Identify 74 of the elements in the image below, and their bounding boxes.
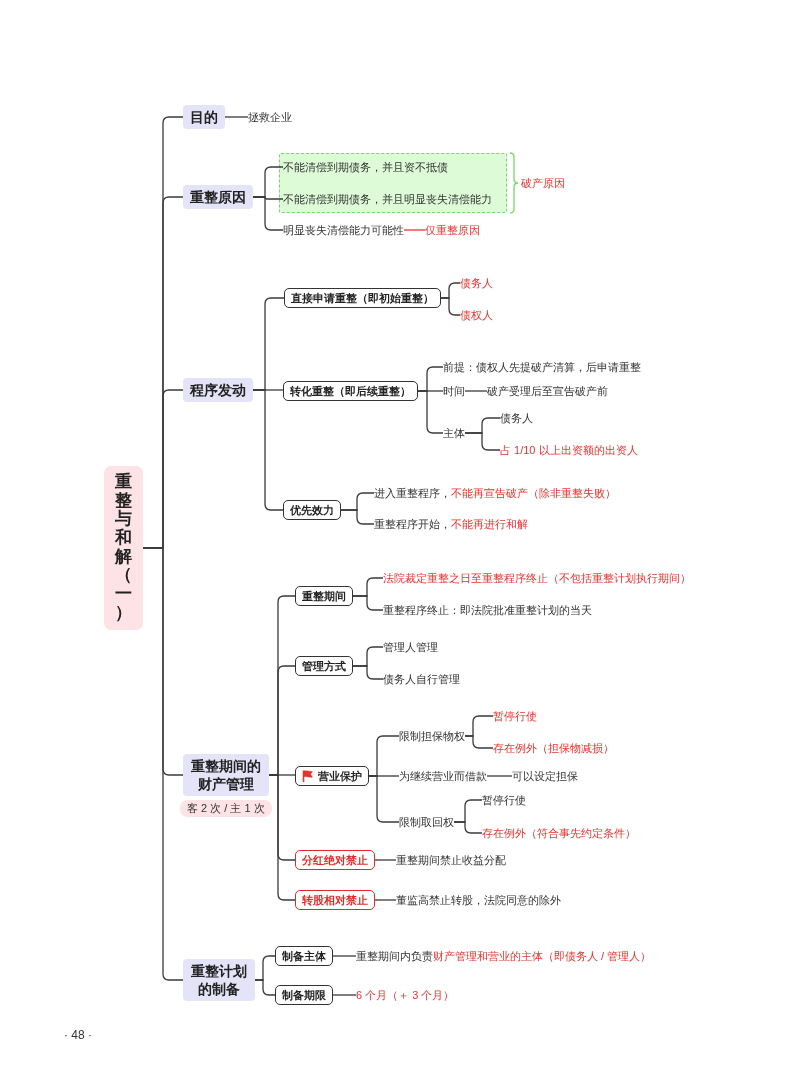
connector-line <box>340 509 375 525</box>
alert-subtopic-box: 分红绝对禁止 <box>295 850 375 870</box>
leaf-text: 限制取回权 <box>399 815 454 829</box>
leaf-text: 明显丧失清偿能力可能性 <box>283 223 404 237</box>
connector-line <box>352 595 384 611</box>
connector-line <box>464 390 488 392</box>
branch-topic: 重整原因 <box>183 185 253 209</box>
highlight-text: 债权人 <box>460 308 493 322</box>
branch-topic: 目的 <box>183 105 225 129</box>
annotation-text: 破产原因 <box>521 176 565 190</box>
connector-line <box>403 229 426 231</box>
leaf-text: 重整期间禁止收益分配 <box>396 853 506 867</box>
leaf-text: 为继续营业而借款 <box>399 769 487 783</box>
connector-line <box>374 859 397 861</box>
subtopic-box: 直接申请重整（即初始重整） <box>284 288 441 308</box>
leaf-text: 管理人管理 <box>383 640 438 654</box>
subtopic-box: 重整期间 <box>295 586 353 606</box>
highlight-text: 法院裁定重整之日至重整程序终止（不包括重整计划执行期间） <box>383 571 691 585</box>
connector-line <box>486 775 513 777</box>
leaf-text: 董监高禁止转股，法院同意的除外 <box>396 893 561 907</box>
connector-line <box>332 955 357 957</box>
subtopic-label: 营业保护 <box>318 769 362 783</box>
highlight-text: 仅重整原因 <box>425 223 480 237</box>
connector-line <box>252 389 284 511</box>
connector-line <box>440 297 461 316</box>
connector-line <box>464 432 501 451</box>
connector-line <box>224 116 249 118</box>
branch-topic: 重整计划的制备 <box>183 959 255 1001</box>
leaf-text: 债务人 <box>500 411 533 425</box>
connector-line <box>374 899 397 901</box>
leaf-text: 可以设定担保 <box>512 769 578 783</box>
connector-line <box>368 775 400 823</box>
leaf-text: 不能清偿到期债务，并且资不抵债 <box>283 160 448 174</box>
highlight-text: 占 1/10 以上出资额的出资人 <box>500 443 638 457</box>
leaf-text: 不能清偿到期债务，并且明显丧失清偿能力 <box>283 192 492 206</box>
highlight-text: 6 个月（＋ 3 个月） <box>356 988 455 1002</box>
alert-subtopic-box: 转股相对禁止 <box>295 890 375 910</box>
branch-topic: 程序发动 <box>183 378 253 402</box>
leaf-text: 主体 <box>443 426 465 440</box>
leaf-text: 重整期间内负责财产管理和营业的主体（即债务人 / 管理人） <box>356 949 652 963</box>
highlight-text: 暂停行使 <box>493 709 537 723</box>
connector-line <box>464 735 494 749</box>
leaf-text: 暂停行使 <box>482 793 526 807</box>
page-number: · 48 · <box>64 1028 92 1042</box>
highlight-text: 存在例外（符合事先约定条件） <box>482 826 636 840</box>
root-topic: 重整与和解（一） <box>104 466 143 630</box>
dashed-group-frame <box>279 153 507 213</box>
leaf-text: 破产受理后至宣告破产前 <box>487 384 608 398</box>
leaf-text: 债务人自行管理 <box>383 672 460 686</box>
connector-line <box>352 665 384 680</box>
leaf-text: 拯救企业 <box>248 110 292 124</box>
leaf-text: 进入重整程序，不能再宣告破产（除非重整失败） <box>374 486 616 500</box>
subtopic-box: 优先效力 <box>283 500 341 520</box>
subtopic-box: 转化重整（即后续重整） <box>283 381 418 401</box>
leaf-text: 前提：债权人先提破产清算，后申请重整 <box>443 360 641 374</box>
branch-topic: 重整期间的财产管理 <box>183 754 269 796</box>
leaf-text: 限制担保物权 <box>399 729 465 743</box>
leaf-text: 时间 <box>443 384 465 398</box>
highlight-text: 债务人 <box>460 276 493 290</box>
note-badge: 客 2 次 / 主 1 次 <box>180 800 272 817</box>
leaf-text: 重整程序终止：即法院批准重整计划的当天 <box>383 603 592 617</box>
connector-line <box>252 196 284 231</box>
subtopic-box <box>295 766 369 786</box>
subtopic-box: 管理方式 <box>295 656 353 676</box>
subtopic-box: 制备主体 <box>275 946 333 966</box>
connector-line <box>417 390 444 434</box>
leaf-text: 重整程序开始，不能再进行和解 <box>374 517 528 531</box>
connector-line <box>142 547 184 981</box>
highlight-text: 存在例外（担保物减损） <box>493 741 614 755</box>
connector-line <box>254 979 276 996</box>
connector-line <box>453 821 483 834</box>
connector-line <box>268 774 296 901</box>
subtopic-box: 制备期限 <box>275 985 333 1005</box>
connector-line <box>332 994 357 996</box>
